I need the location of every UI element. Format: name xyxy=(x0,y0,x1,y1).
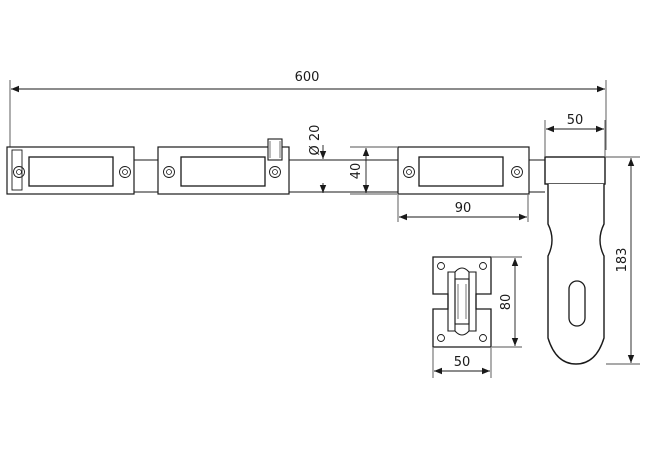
screw-hole-icon xyxy=(119,166,131,178)
screw-hole-icon xyxy=(437,262,445,270)
bar-height-dimension xyxy=(350,146,397,195)
bracket-right xyxy=(397,146,530,195)
screw-hole-icon xyxy=(269,166,281,178)
bracket-width-dimension xyxy=(397,195,529,222)
bar-height-label: 40 xyxy=(349,163,364,180)
keeper-width-label: 50 xyxy=(454,355,471,370)
screw-hole-icon xyxy=(163,166,175,178)
hasp xyxy=(544,156,606,365)
overall-length-dimension xyxy=(9,80,607,150)
keeper-width-dimension xyxy=(432,348,492,378)
screw-hole-icon xyxy=(403,166,415,178)
keeper-height-label: 80 xyxy=(499,294,514,311)
hasp-width-dimension xyxy=(544,120,606,156)
bracket-left xyxy=(6,146,135,195)
bracket-middle xyxy=(157,146,290,195)
keeper-height-dimension xyxy=(492,256,522,348)
hasp-height-dimension xyxy=(606,156,640,365)
bolt-handle xyxy=(267,138,283,161)
hasp-slot xyxy=(568,280,586,327)
screw-hole-icon xyxy=(13,166,25,178)
screw-hole-icon xyxy=(511,166,523,178)
hasp-width-label: 50 xyxy=(567,113,584,128)
bolt-diameter-label: Ø 20 xyxy=(308,125,323,156)
bracket-width-label: 90 xyxy=(455,201,472,216)
hasp-height-label: 183 xyxy=(615,248,630,273)
screw-hole-icon xyxy=(437,334,445,342)
screw-hole-icon xyxy=(479,262,487,270)
keeper-plate xyxy=(432,256,492,348)
overall-length-label: 600 xyxy=(295,70,320,85)
screw-hole-icon xyxy=(479,334,487,342)
